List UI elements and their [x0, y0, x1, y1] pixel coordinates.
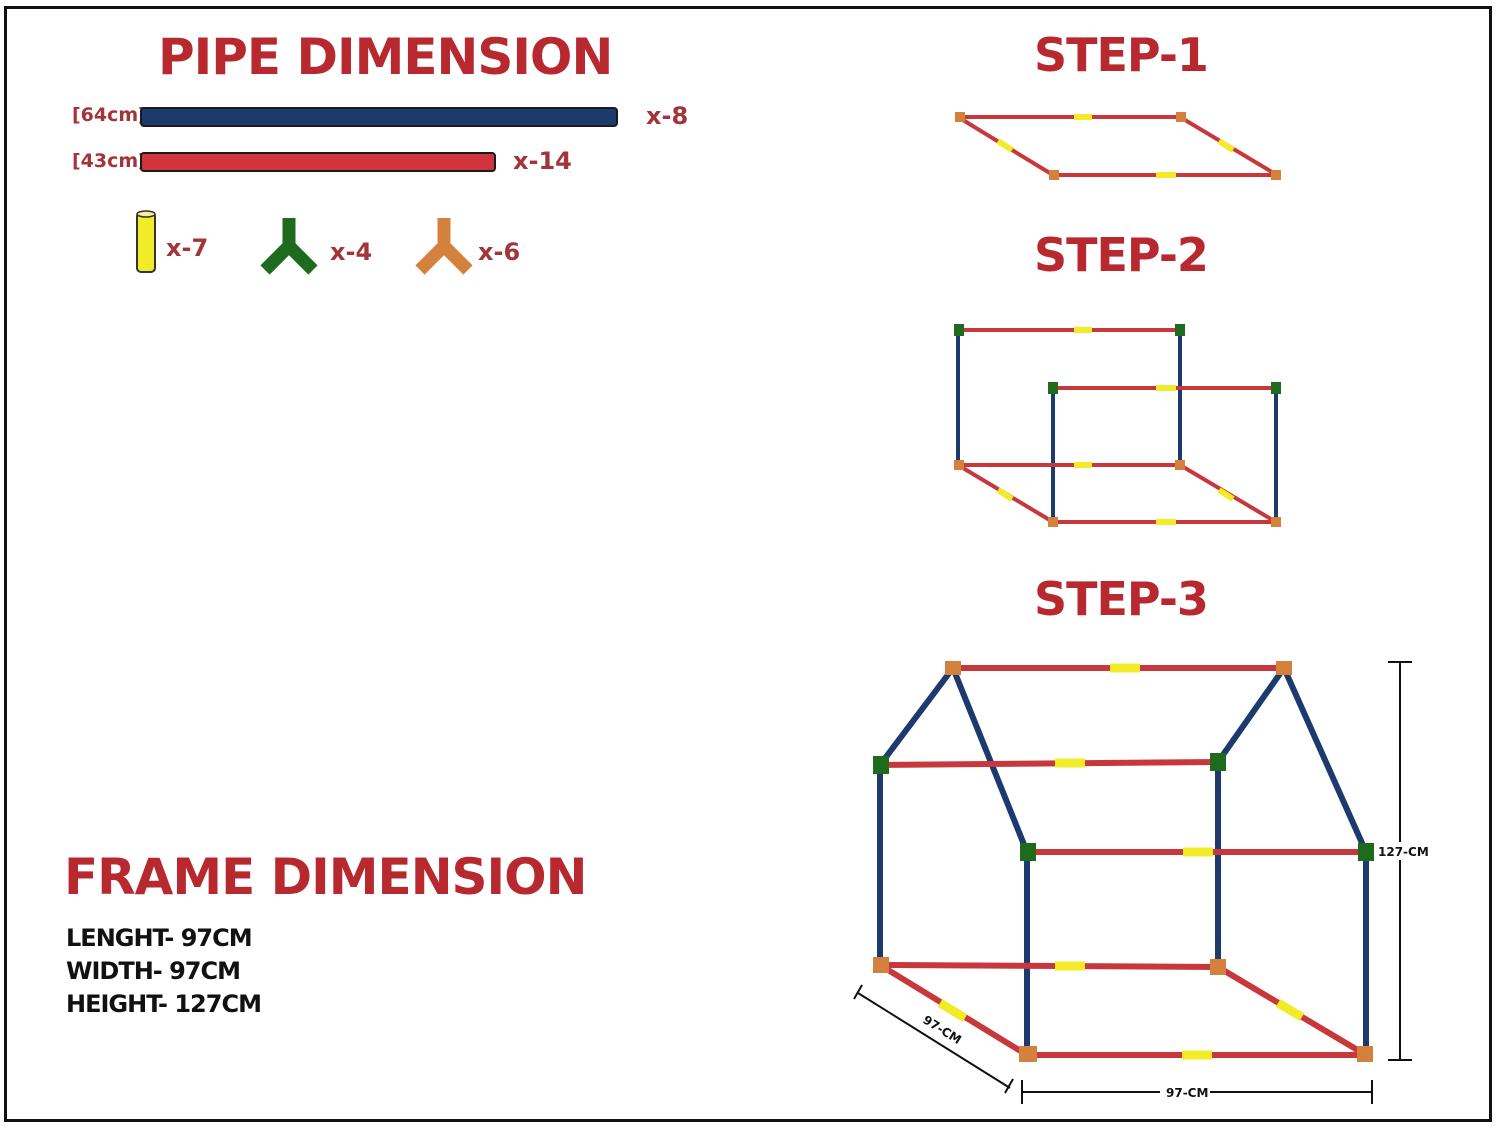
pipe-64cm-qty: x-8 — [646, 102, 689, 130]
frame-height: HEIGHT- 127CM — [66, 990, 262, 1018]
step-1-diagram — [955, 112, 1281, 180]
pipe-43cm-bar — [140, 152, 496, 172]
y-connector-orange-icon — [415, 218, 473, 275]
straight-connector-icon — [136, 210, 156, 273]
step-2-title: STEP-2 — [1034, 228, 1209, 282]
pipe-43cm-qty: x-14 — [513, 147, 572, 175]
frame-length: LENGHT- 97CM — [66, 924, 253, 952]
step-3-width-label: 97-CM — [1166, 1086, 1208, 1100]
step-3-diagram: 127-CM 97-CM 97-CM — [853, 661, 1429, 1104]
step-1-title: STEP-1 — [1034, 28, 1209, 82]
y-connector-green-qty: x-4 — [330, 238, 373, 266]
pipe-64cm-bar — [140, 107, 618, 127]
step-3-height-label: 127-CM — [1378, 845, 1429, 859]
step-2-diagram — [954, 324, 1281, 527]
outer-border — [4, 6, 1492, 1122]
step-3-title: STEP-3 — [1034, 572, 1209, 626]
frame-dimension-list: LENGHT- 97CM WIDTH- 97CM HEIGHT- 127CM — [66, 922, 262, 1021]
straight-connector-qty: x-7 — [166, 234, 209, 262]
pipe-dimension-title: PIPE DIMENSION — [158, 28, 613, 86]
frame-dimension-title: FRAME DIMENSION — [64, 848, 587, 906]
y-connector-green-icon — [260, 218, 318, 275]
pipe-43cm-length: [43cm] — [72, 150, 147, 172]
frame-width: WIDTH- 97CM — [66, 957, 241, 985]
step-3-dimension-lines — [853, 661, 1412, 1104]
y-connector-orange-qty: x-6 — [478, 238, 521, 266]
pipe-64cm-length: [64cm] — [72, 104, 147, 126]
